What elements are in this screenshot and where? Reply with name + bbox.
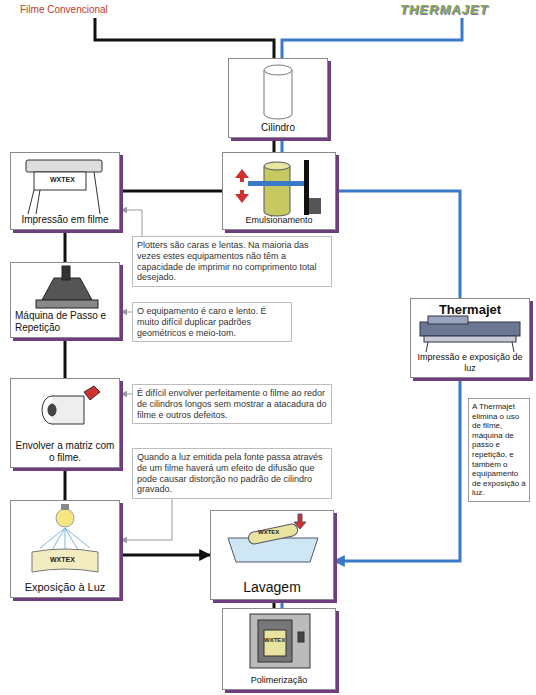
brand-mark: WXTEX [50, 556, 75, 563]
process-box: Impressão em filme [10, 152, 120, 230]
process-box: Cilindro [228, 58, 328, 138]
connector [273, 138, 276, 152]
node-text: O equipamento é caro e lento. É muito di… [137, 306, 287, 338]
flow-line [95, 18, 274, 58]
process-box: Exposição à Luz [10, 500, 120, 598]
node-text: Máquina de Passo e Repetição [15, 310, 115, 334]
node-text: A Thermajet elimina o uso de filme, máqu… [472, 402, 526, 498]
connector [336, 191, 460, 298]
connector [121, 499, 172, 540]
process-box: Envolver a matriz com o filme. [10, 378, 120, 468]
node-text: Envolver a matriz com o filme. [15, 440, 115, 464]
process-box: ThermajetImpressão e exposição de luz [410, 298, 530, 378]
process-box: Lavagem [210, 510, 334, 600]
step-repeat-machine-icon [36, 266, 98, 308]
wash-tank-icon [228, 514, 318, 562]
brand-mark: WXTEX [264, 637, 285, 643]
connector [120, 554, 210, 557]
brand-mark: WXTEX [258, 529, 279, 535]
note-box: É difícil envolver perfeitamente o filme… [132, 384, 332, 424]
note-box: Plotters são caras e lentas. Na maioria … [132, 236, 332, 287]
connector [334, 378, 460, 561]
emulsion-icon [235, 160, 321, 216]
light-bulb-icon [32, 504, 98, 572]
node-text: Cilindro [261, 122, 295, 134]
cylinder-icon [264, 65, 292, 119]
connector [281, 600, 284, 608]
plotter-icon [26, 160, 102, 214]
connector [121, 394, 132, 395]
note-box: Quando a luz emitida pela fonte passa at… [132, 448, 332, 499]
oven-icon [250, 614, 310, 668]
connector [121, 210, 142, 236]
brand-logo: THERMAJET [400, 2, 488, 17]
section-heading: Filme Convencional [20, 4, 108, 15]
connector [64, 230, 67, 262]
note-box: O equipamento é caro e lento. É muito di… [132, 302, 292, 342]
node-text: Quando a luz emitida pela fonte passa at… [137, 452, 327, 495]
node-text: Polimerização [251, 675, 308, 686]
node-text: Impressão em filme [21, 214, 108, 226]
connector [121, 312, 132, 313]
flow-line [282, 18, 462, 58]
node-text: Exposição à Luz [25, 581, 106, 594]
connector [64, 468, 67, 500]
thermajet-printer-icon [420, 316, 520, 352]
node-text: Plotters são caras e lentas. Na maioria … [137, 240, 327, 283]
node-text: Lavagem [243, 579, 301, 596]
note-box: A Thermajet elimina o uso de filme, máqu… [468, 398, 530, 502]
node-text: Impressão e exposição de luz [415, 352, 525, 374]
connector [273, 600, 276, 608]
connector [64, 338, 67, 378]
connector [281, 138, 284, 152]
film-roll-icon [42, 386, 100, 424]
process-box: Máquina de Passo e Repetição [10, 262, 120, 338]
process-box: Emulsionamento [222, 152, 336, 230]
node-text: Emulsionamento [245, 215, 312, 226]
node-text: É difícil envolver perfeitamente o filme… [137, 388, 327, 420]
node-heading: Thermajet [439, 302, 501, 318]
connector [120, 190, 222, 193]
process-box: Polimerização [222, 608, 336, 690]
brand-mark: WXTEX [50, 176, 75, 183]
